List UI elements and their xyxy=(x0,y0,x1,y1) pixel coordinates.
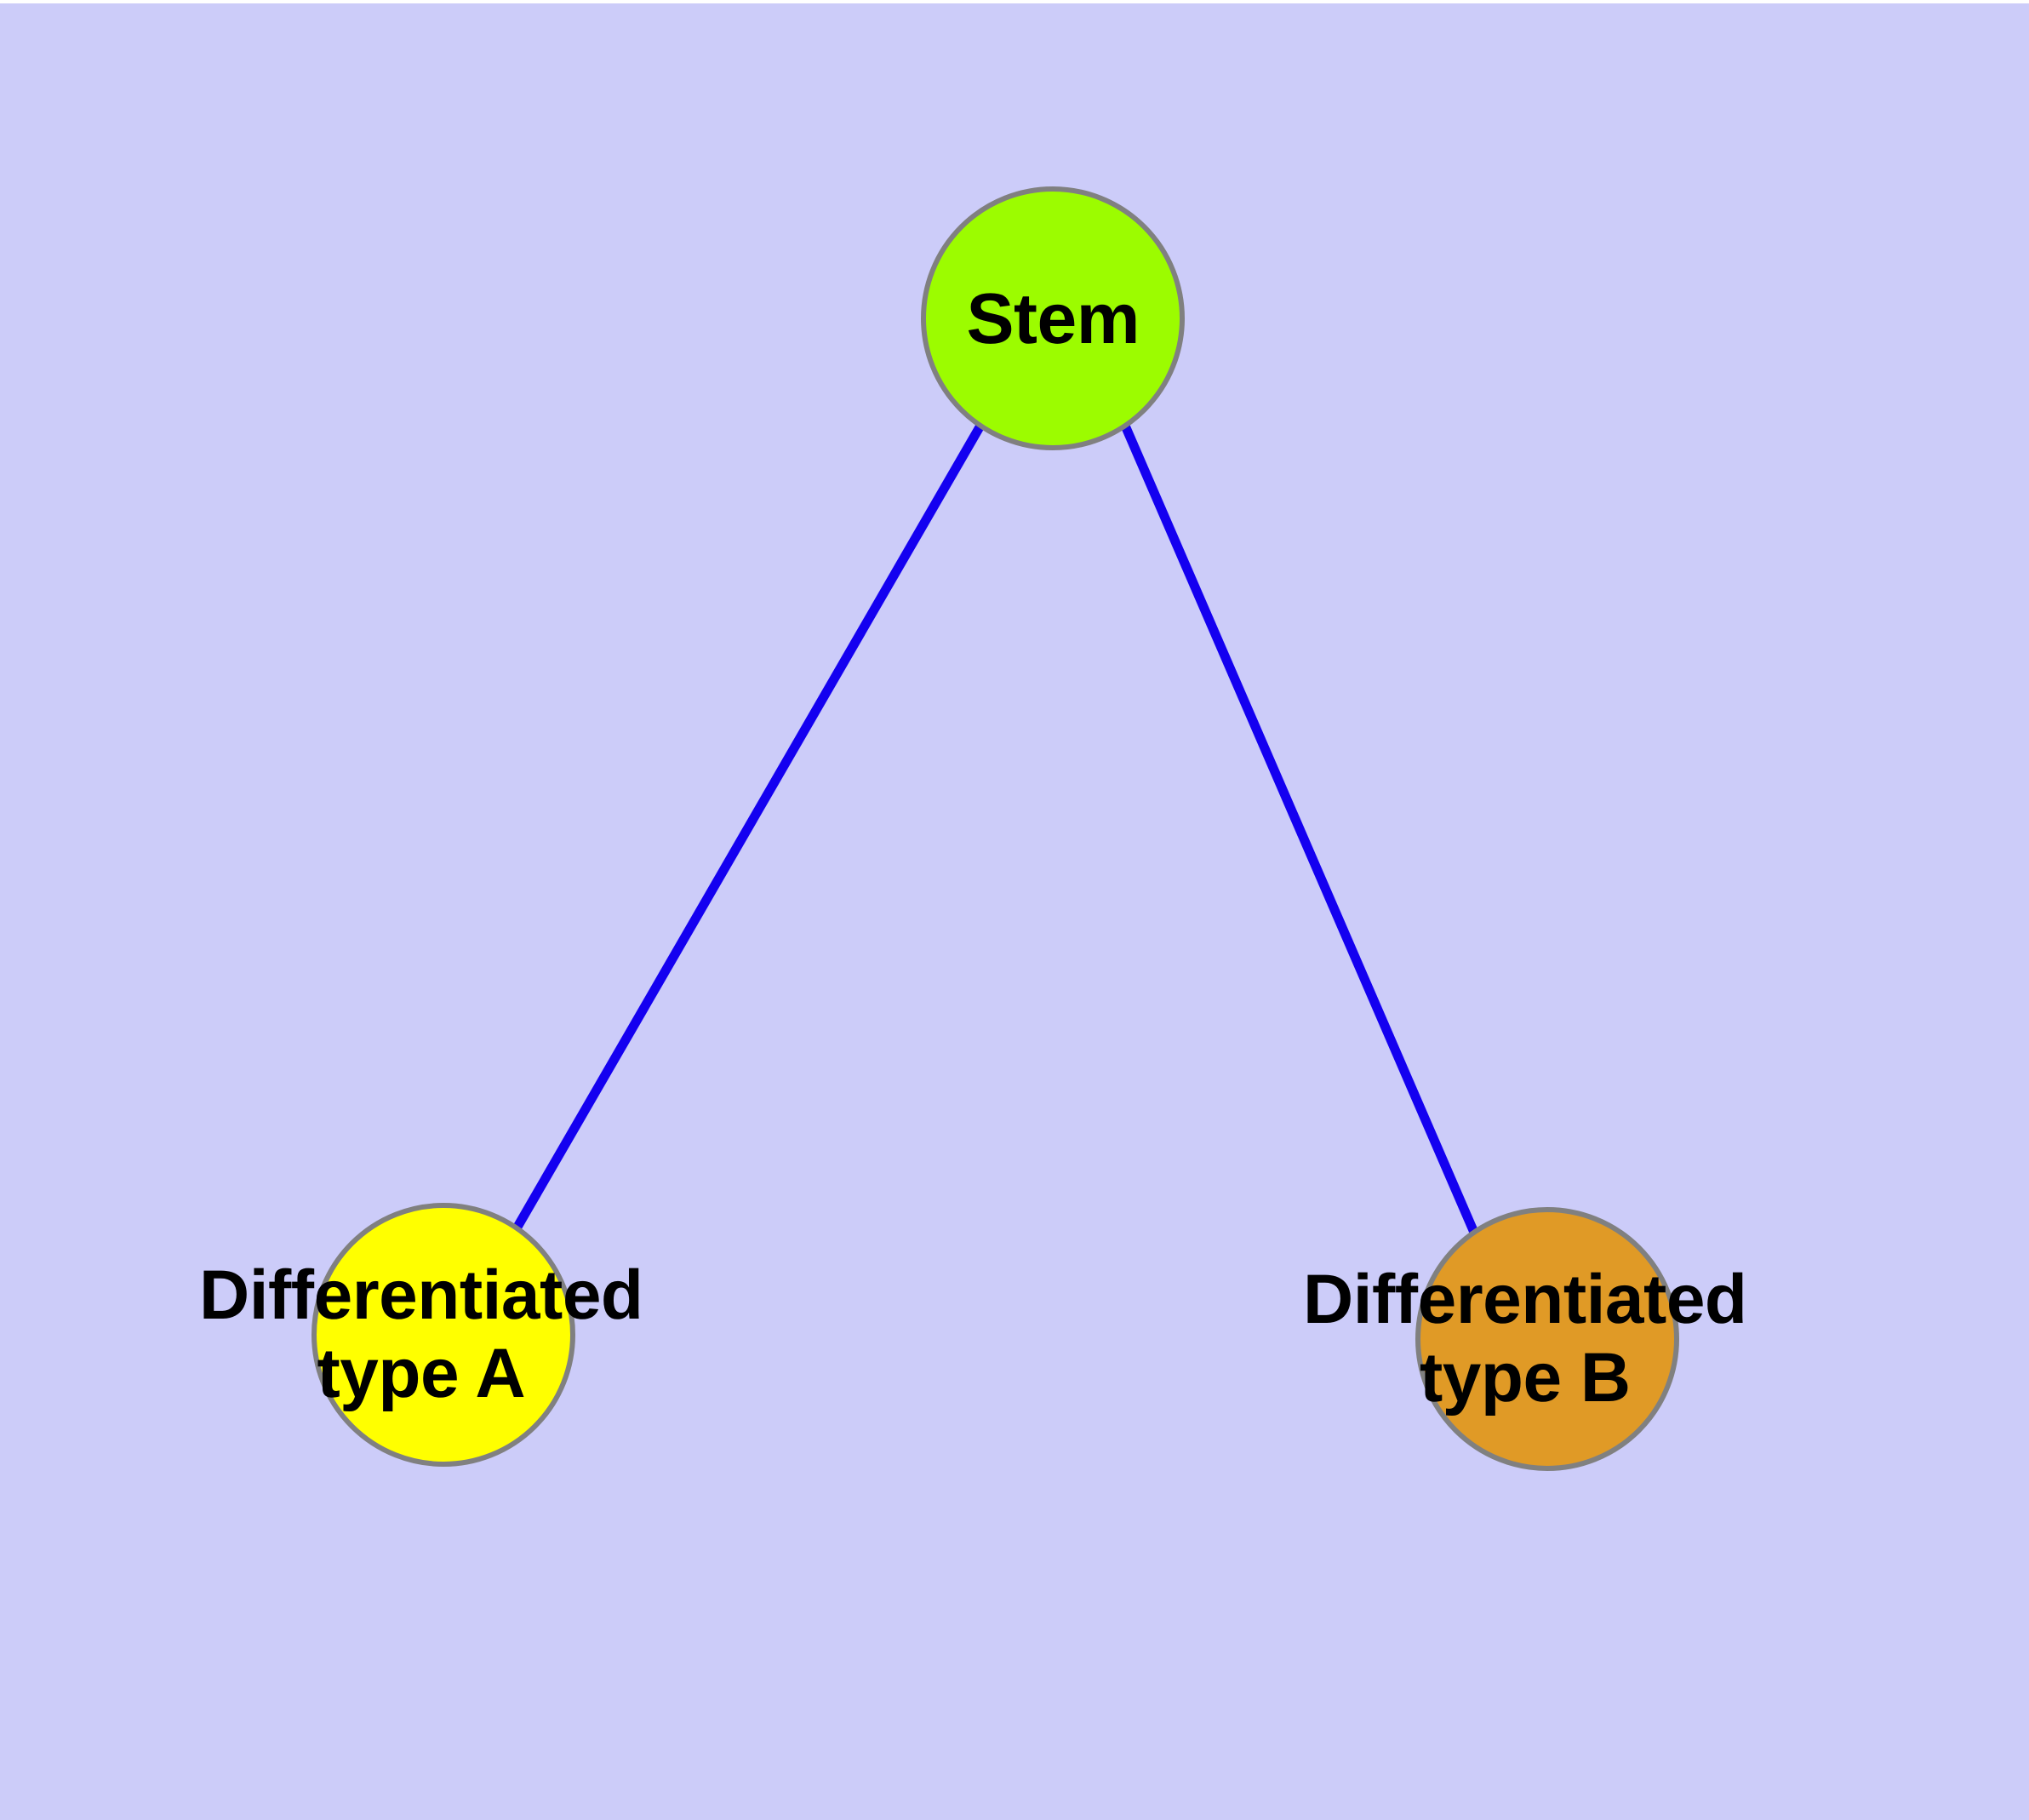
node-circle-diff-a[interactable] xyxy=(311,1203,575,1467)
edge-stem-to-diff-b[interactable] xyxy=(1120,423,1480,1237)
node-circle-diff-b[interactable] xyxy=(1415,1207,1679,1471)
edge-stem-to-diff-a[interactable] xyxy=(512,423,985,1231)
edges-layer xyxy=(512,423,1480,1237)
node-circle-stem[interactable] xyxy=(921,186,1185,450)
nodes-layer xyxy=(311,186,1679,1471)
